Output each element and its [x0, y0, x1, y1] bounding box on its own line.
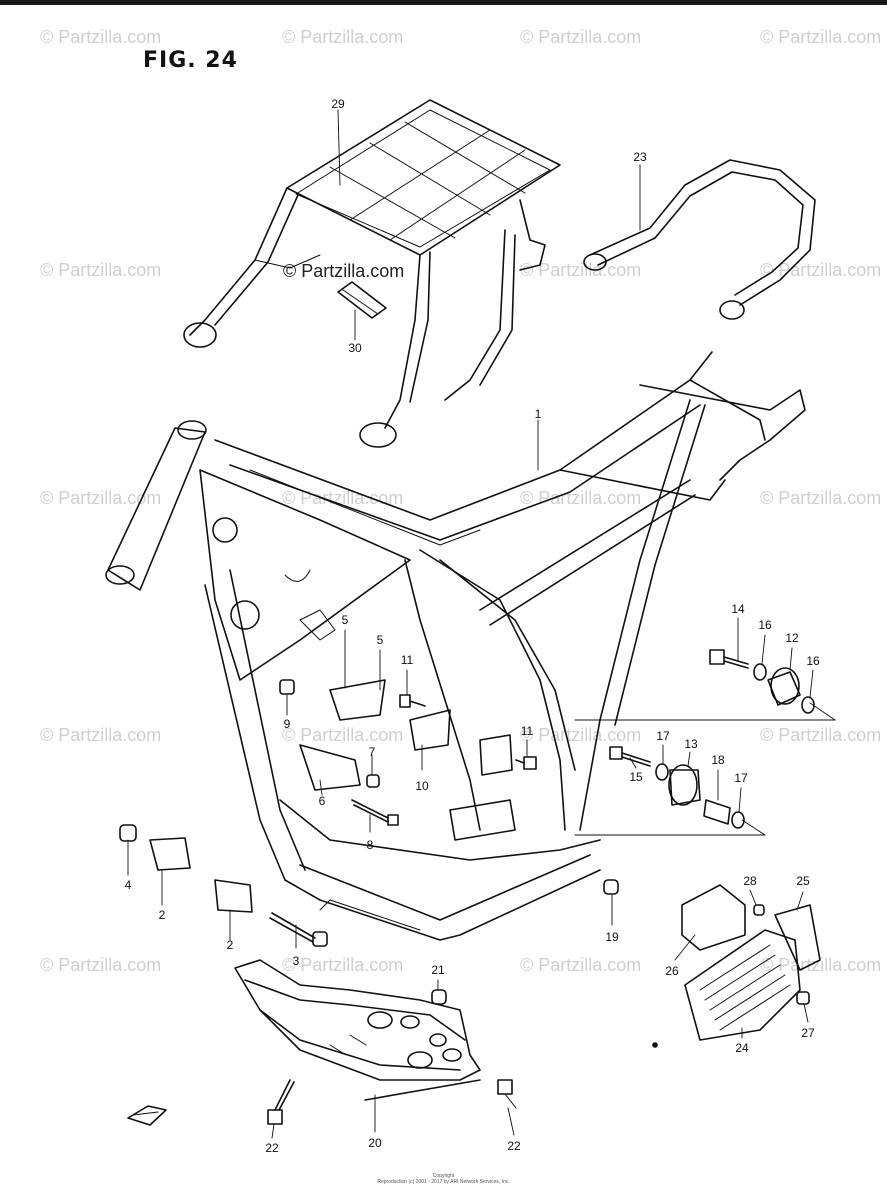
carrier-cushion-drawing — [337, 281, 387, 319]
callout-17b: 17 — [734, 771, 748, 785]
callout-16a: 16 — [758, 618, 772, 632]
callout-30: 30 — [348, 341, 362, 355]
watermark: © Partzilla.com — [282, 27, 404, 47]
callout-27: 27 — [801, 1026, 815, 1040]
watermark: © Partzilla.com — [40, 955, 162, 975]
grab-rail-drawing — [583, 159, 816, 320]
callout-28: 28 — [743, 874, 757, 888]
callout-23: 23 — [633, 150, 647, 164]
watermark: © Partzilla.com — [760, 260, 882, 280]
rear-carrier-drawing — [183, 99, 561, 448]
watermark: © Partzilla.com — [520, 260, 642, 280]
callout-4: 4 — [124, 878, 132, 892]
callout-18: 18 — [711, 753, 725, 767]
callout-5a: 5 — [341, 613, 349, 627]
callout-10: 10 — [415, 779, 429, 793]
watermark: © Partzilla.com — [520, 27, 642, 47]
front-arrow-icon — [127, 1105, 167, 1126]
copyright-line-2: Reproduction (c) 2001 - 2017 by ARI Netw… — [377, 1179, 510, 1185]
figure-title: FIG. 24 — [143, 48, 238, 73]
callout-17a: 17 — [656, 729, 670, 743]
leader-lines — [127, 109, 814, 1139]
watermark: © Partzilla.com — [40, 488, 162, 508]
watermark: © Partzilla.com — [520, 725, 642, 745]
callout-13: 13 — [684, 737, 698, 751]
top-border — [0, 0, 887, 5]
callout-14: 14 — [731, 602, 745, 616]
callout-24: 24 — [735, 1041, 749, 1055]
callout-12: 12 — [785, 631, 799, 645]
callout-15: 15 — [629, 770, 643, 784]
callout-1: 1 — [534, 407, 542, 421]
callout-29: 29 — [331, 97, 345, 111]
watermark: © Partzilla.com — [40, 27, 162, 47]
callout-20: 20 — [368, 1136, 382, 1150]
watermark: © Partzilla.com — [760, 488, 882, 508]
callout-5b: 5 — [376, 633, 384, 647]
callout-11a: 11 — [400, 653, 414, 667]
hardware-drawing — [119, 649, 815, 947]
tool-box-drawing — [652, 884, 821, 1048]
watermark: © Partzilla.com — [760, 955, 882, 975]
callout-11b: 11 — [520, 724, 534, 738]
callout-3: 3 — [292, 954, 300, 968]
callout-8: 8 — [366, 838, 374, 852]
callout-19: 19 — [605, 930, 619, 944]
callout-6: 6 — [318, 794, 326, 808]
watermark: © Partzilla.com — [520, 955, 642, 975]
copyright-notice: Copyright Reproduction (c) 2001 - 2017 b… — [0, 1173, 887, 1185]
frame-drawing — [105, 351, 836, 941]
watermark-center: © Partzilla.com — [283, 261, 405, 281]
skid-plate-drawing — [234, 959, 517, 1125]
watermark: © Partzilla.com — [760, 725, 882, 745]
callout-2a: 2 — [158, 908, 166, 922]
callout-25: 25 — [796, 874, 810, 888]
copyright-line-1: Copyright — [432, 1173, 455, 1179]
watermark: © Partzilla.com — [282, 955, 404, 975]
callout-22b: 22 — [507, 1139, 521, 1153]
callout-26: 26 — [665, 964, 679, 978]
callout-2b: 2 — [226, 938, 234, 952]
watermark: © Partzilla.com — [520, 488, 642, 508]
watermark: © Partzilla.com — [760, 27, 882, 47]
watermark: © Partzilla.com — [282, 488, 404, 508]
watermark: © Partzilla.com — [282, 725, 404, 745]
callout-9: 9 — [283, 717, 291, 731]
callout-22a: 22 — [265, 1141, 279, 1155]
callout-16b: 16 — [806, 654, 820, 668]
watermark: © Partzilla.com — [40, 725, 162, 745]
callout-21: 21 — [431, 963, 445, 977]
watermark: © Partzilla.com — [40, 260, 162, 280]
callout-7: 7 — [368, 745, 376, 759]
